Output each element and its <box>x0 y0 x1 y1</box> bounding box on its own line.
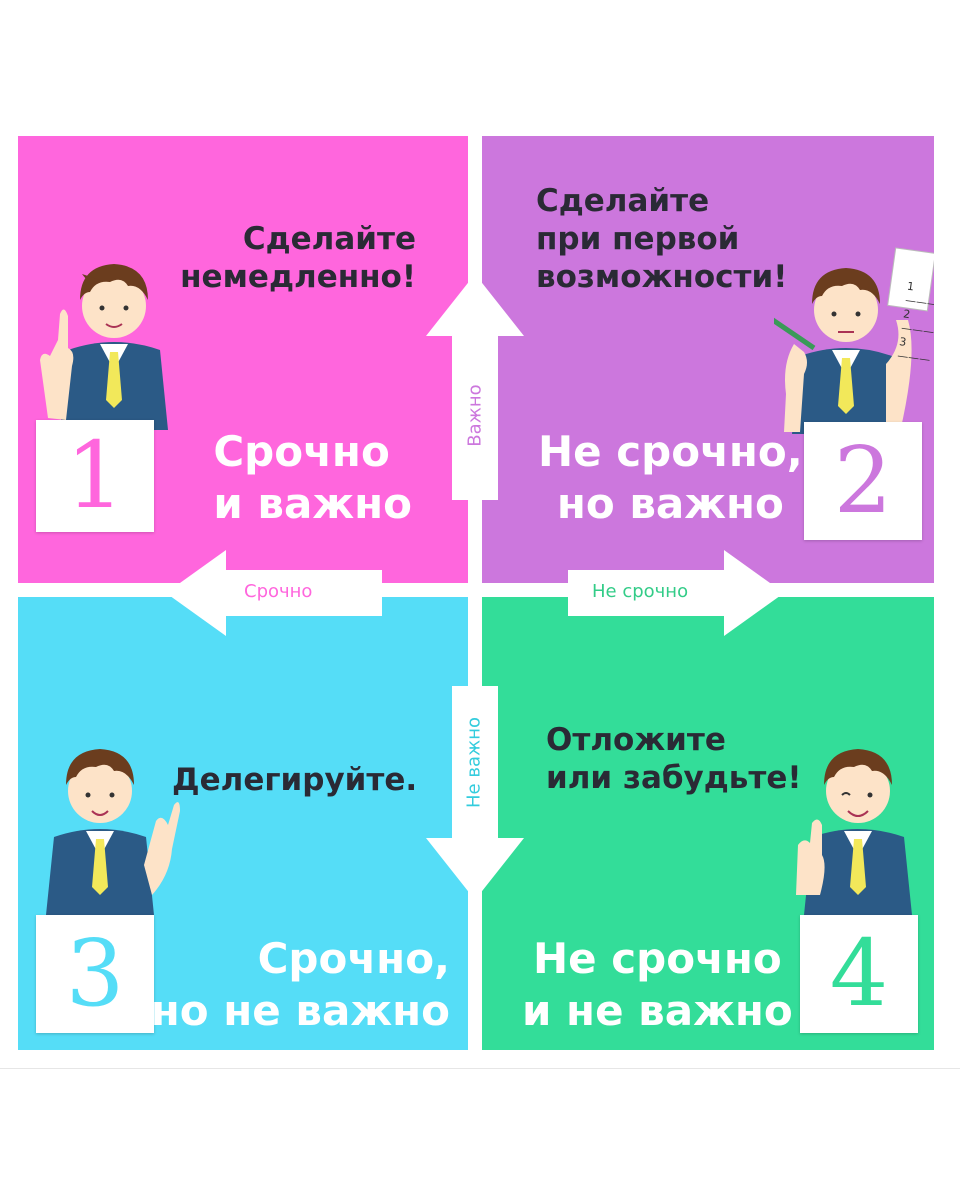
axis-label-not-important: Не важно <box>463 717 485 808</box>
quadrant-4-action: Отложите или забудьте! <box>546 721 802 797</box>
checklist-item-number: 1 <box>906 279 915 294</box>
arrow-down <box>426 686 524 900</box>
person-pointing-illustration <box>46 749 180 915</box>
title-line: но не важно <box>150 986 450 1035</box>
quadrant-2-number: 2 <box>833 427 893 534</box>
arrow-right <box>568 550 784 636</box>
quadrant-3-title: Срочно, но не важно <box>151 933 450 1037</box>
quadrant-urgent-important: Сделайте немедленно! 1 Срочно и важно <box>18 136 468 583</box>
title-line: и не важно <box>522 986 793 1035</box>
action-line: Делегируйте. <box>172 762 418 798</box>
person-thumbs-up-illustration <box>796 749 912 915</box>
person-with-list-illustration <box>774 247 934 434</box>
quadrant-1-action: Сделайте немедленно! <box>180 220 416 296</box>
action-line: Сделайте <box>536 183 710 219</box>
quadrant-urgent-not-important: Делегируйте. 3 Срочно, но не важно <box>18 597 468 1050</box>
axis-label-not-urgent: Не срочно <box>592 581 689 602</box>
quadrant-1-title: Срочно и важно <box>213 426 412 530</box>
quadrant-2-number-box: 2 <box>804 422 922 540</box>
title-line: Не срочно <box>532 934 782 983</box>
action-line: Отложите <box>546 722 726 758</box>
quadrant-4-title: Не срочно и не важно <box>522 933 793 1037</box>
quadrant-4-number: 4 <box>829 920 889 1027</box>
action-line: немедленно! <box>180 259 416 295</box>
action-line: при первой <box>536 221 740 257</box>
action-line: Сделайте <box>242 221 416 257</box>
quadrant-1-number-box: 1 <box>36 420 154 532</box>
checklist-item: 3 ——— <box>896 335 931 367</box>
arrow-up <box>426 274 524 500</box>
quadrant-3-action: Делегируйте. <box>172 761 417 799</box>
checklist-item-number: 3 <box>898 335 908 349</box>
arrow-left <box>166 550 382 636</box>
title-line: и важно <box>213 479 412 528</box>
quadrant-4-number-box: 4 <box>800 915 918 1033</box>
quadrant-not-urgent-not-important: Отложите или забудьте! 4 Не срочно и не … <box>482 597 934 1050</box>
quadrant-1-number: 1 <box>65 422 125 529</box>
quadrant-3-number: 3 <box>65 920 125 1027</box>
title-line: но важно <box>556 479 784 528</box>
action-line: или забудьте! <box>546 760 802 796</box>
quadrant-3-number-box: 3 <box>36 915 154 1033</box>
checklist-item-number: 2 <box>902 307 912 322</box>
quadrant-2-action: Сделайте при первой возможности! <box>536 182 787 296</box>
action-line: возможности! <box>536 259 788 295</box>
title-line: Срочно, <box>257 934 450 983</box>
person-pointing-up-illustration <box>40 264 168 430</box>
title-line: Срочно <box>213 427 390 476</box>
quadrant-not-urgent-important: Сделайте при первой возможности! 1 ——— 2… <box>482 136 934 583</box>
axis-label-important: Важно <box>464 384 486 447</box>
quadrant-2-title: Не срочно, но важно <box>538 426 803 530</box>
title-line: Не срочно, <box>538 427 803 476</box>
bottom-divider <box>0 1068 960 1069</box>
axis-label-urgent: Срочно <box>244 581 313 602</box>
